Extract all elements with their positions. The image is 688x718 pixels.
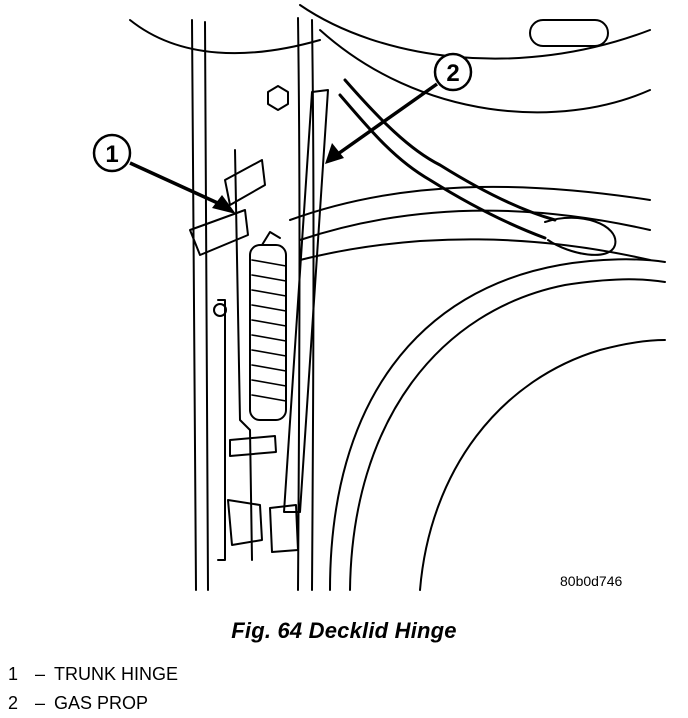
figure-caption: Fig. 64 Decklid Hinge (231, 618, 457, 643)
legend: 1–TRUNK HINGE 2–GAS PROP (8, 660, 178, 718)
legend-dash: – (34, 664, 45, 684)
callout-1: 1 (92, 133, 236, 214)
image-code: 80b0d746 (560, 573, 623, 589)
decklid-hinge-illustration: 1 2 (92, 4, 666, 591)
legend-item: 2–GAS PROP (8, 689, 178, 718)
callout-1-number: 1 (105, 141, 118, 168)
legend-label: TRUNK HINGE (54, 664, 179, 684)
legend-dash: – (34, 693, 45, 713)
legend-label: GAS PROP (54, 693, 149, 713)
legend-item: 1–TRUNK HINGE (8, 660, 178, 689)
callout-2-number: 2 (446, 60, 459, 87)
legend-number: 1 (8, 664, 19, 684)
legend-number: 2 (8, 693, 19, 713)
callout-2: 2 (325, 52, 473, 164)
